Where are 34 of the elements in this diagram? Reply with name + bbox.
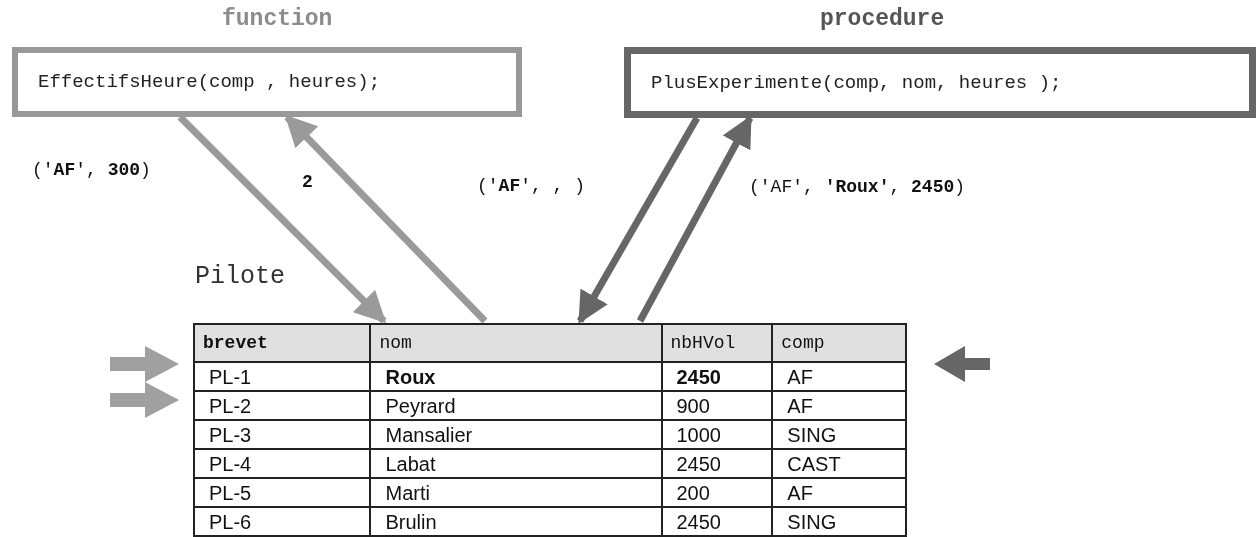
table-value: 2450 — [661, 449, 773, 478]
table-value: PL-5 — [194, 478, 371, 507]
table-value: Labat — [370, 449, 662, 478]
table-value: PL-2 — [194, 391, 371, 420]
table-value: AF — [772, 391, 906, 420]
function-signature: PlusExperimente(comp, nom, heures ); — [651, 71, 1062, 94]
table-value: AF — [772, 478, 906, 507]
table-value: CAST — [772, 449, 906, 478]
table-value: Roux — [370, 362, 662, 391]
column-header: brevet — [194, 324, 371, 362]
table-value: Brulin — [370, 507, 662, 536]
table-value: PL-3 — [194, 420, 371, 449]
column-header: comp — [772, 324, 906, 362]
table-value: 2450 — [661, 507, 773, 536]
heading: function — [222, 6, 333, 32]
table-value: PL-1 — [194, 362, 371, 391]
table-value: Mansalier — [370, 420, 662, 449]
table-value: 1000 — [661, 420, 773, 449]
table-value: PL-6 — [194, 507, 371, 536]
function-signature: EffectifsHeure(comp , heures); — [38, 71, 381, 93]
table-value: SING — [772, 507, 906, 536]
table-value: Marti — [370, 478, 662, 507]
table-value: 2450 — [661, 362, 773, 391]
column-header: nom — [370, 324, 662, 362]
arrow — [576, 116, 701, 324]
heading: procedure — [820, 6, 945, 32]
table-value: 900 — [661, 391, 773, 420]
table-value: PL-4 — [194, 449, 371, 478]
column-header: nbHVol — [661, 324, 773, 362]
table-name: Pilote — [195, 262, 285, 291]
table-value: Peyrard — [370, 391, 662, 420]
table-value: SING — [772, 420, 906, 449]
table-value: AF — [772, 362, 906, 391]
table-value: 200 — [661, 478, 773, 507]
